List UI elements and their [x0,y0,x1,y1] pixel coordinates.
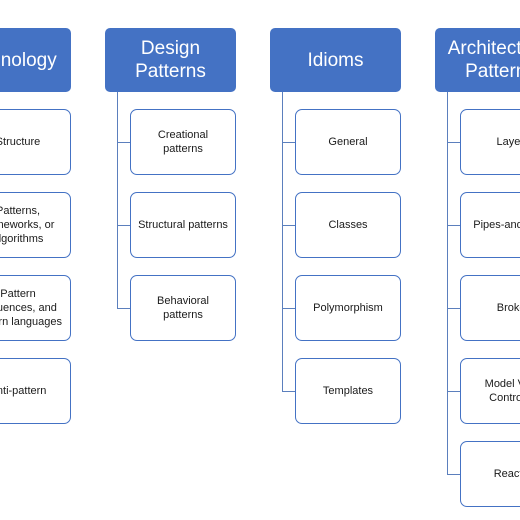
child-node: Behavioral patterns [130,275,236,341]
child-node: Pattern sequences, and pattern languages [0,275,71,341]
child-node: Classes [295,192,401,258]
child-node: General [295,109,401,175]
connector-branch [282,225,295,226]
connector-branch [447,308,460,309]
connector-branch [282,391,295,392]
child-node: Structural patterns [130,192,236,258]
connector-branch [447,474,460,475]
child-node: Templates [295,358,401,424]
connector-spine [447,92,448,474]
connector-branch [117,142,130,143]
child-node: Polymorphism [295,275,401,341]
column-header: Architectural Patterns [435,28,520,92]
connector-branch [282,308,295,309]
child-node: Creational patterns [130,109,236,175]
column-header: Idioms [270,28,401,92]
connector-branch [117,308,130,309]
child-node: Patterns, frameworks, or algorithms [0,192,71,258]
child-node: Anti-pattern [0,358,71,424]
column-header: Terminology [0,28,71,92]
connector-spine [117,92,118,308]
connector-spine [282,92,283,391]
connector-branch [282,142,295,143]
child-node: Layers [460,109,520,175]
connector-branch [447,391,460,392]
connector-branch [117,225,130,226]
child-node: Model View Controller [460,358,520,424]
column-header: Design Patterns [105,28,236,92]
child-node: Structure [0,109,71,175]
child-node: Broker [460,275,520,341]
child-node: Pipes-and-filters [460,192,520,258]
connector-branch [447,142,460,143]
connector-branch [447,225,460,226]
child-node: Reactor [460,441,520,507]
